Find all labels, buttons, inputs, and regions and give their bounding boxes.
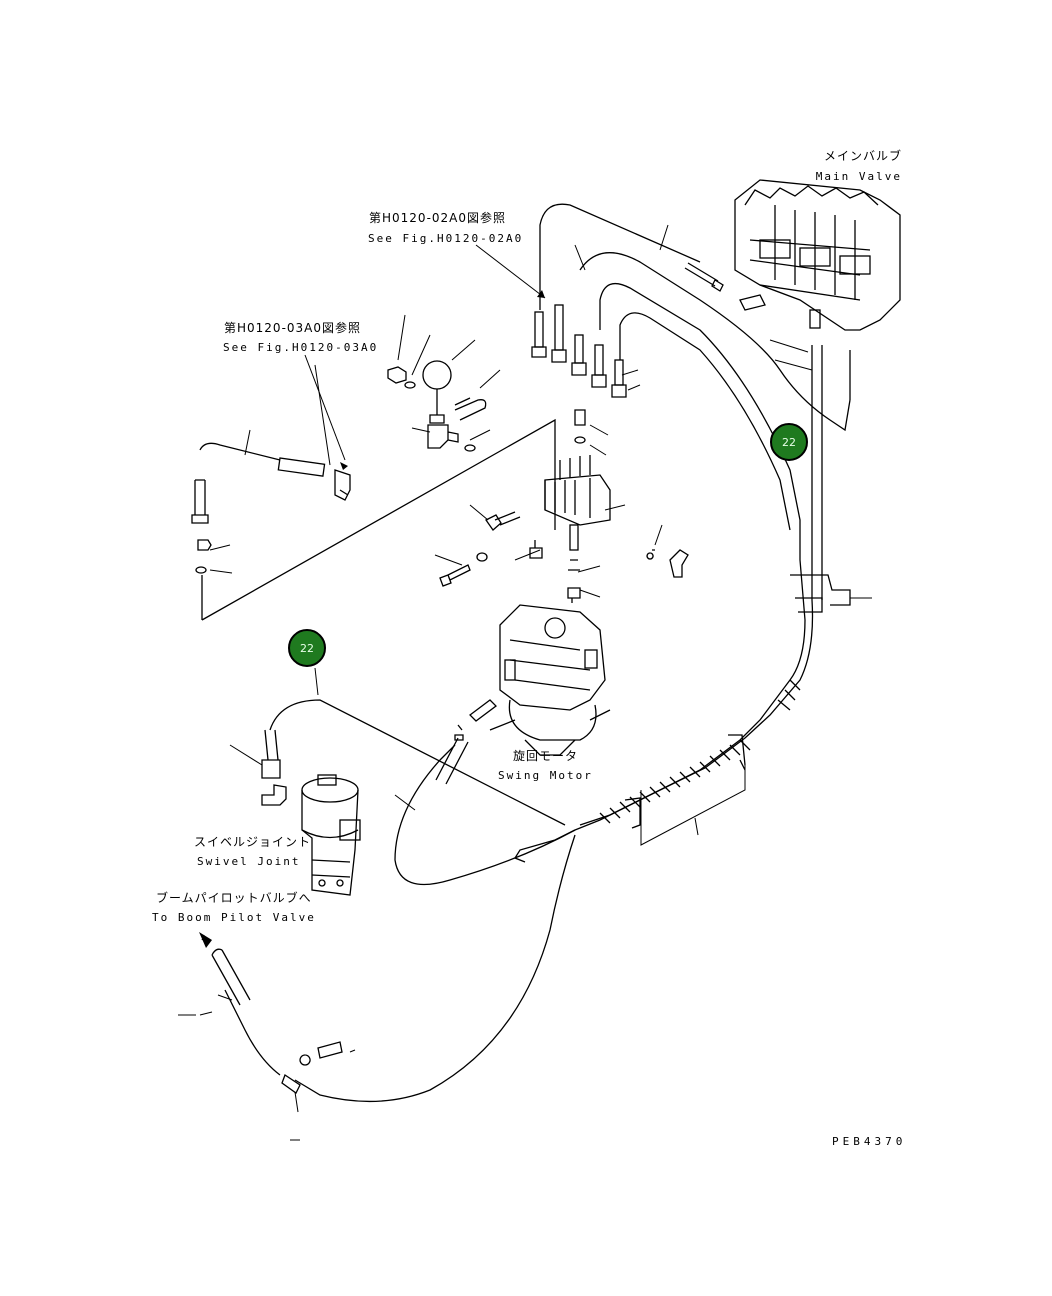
leader-lines xyxy=(178,224,872,1141)
main-valve-label-en: Main Valve xyxy=(815,170,902,183)
part-callout-22-lower[interactable]: 22 xyxy=(288,629,326,667)
boom-pilot-label-jp: ブームパイロットバルブへ xyxy=(156,891,312,905)
part-callout-22-upper[interactable]: 22 xyxy=(770,423,808,461)
main-valve-drawing xyxy=(734,179,901,331)
see-fig-02-label-jp: 第H0120-02A0図参照 xyxy=(369,211,507,225)
valve-block-drawing xyxy=(387,304,689,603)
boom-pilot-label-en: To Boom Pilot Valve xyxy=(152,911,316,924)
swing-motor-label-en: Swing Motor xyxy=(498,769,593,782)
main-valve-label-jp: メインバルブ xyxy=(823,149,902,163)
swivel-joint-drawing xyxy=(261,729,361,896)
left-fittings-drawing xyxy=(191,364,556,621)
see-fig-02-label-en: See Fig.H0120-02A0 xyxy=(368,232,524,245)
swing-motor-drawing xyxy=(435,604,611,785)
swivel-joint-label-jp: スイベルジョイント xyxy=(194,835,312,849)
hose-lines xyxy=(224,203,851,1103)
see-fig-03-label-en: See Fig.H0120-03A0 xyxy=(223,341,379,354)
drawing-code: PEB4370 xyxy=(832,1135,907,1148)
swing-motor-label-jp: 旋回モータ xyxy=(513,749,579,763)
swivel-joint-label-en: Swivel Joint xyxy=(197,855,301,868)
see-fig-03-label-jp: 第H0120-03A0図参照 xyxy=(224,321,362,335)
